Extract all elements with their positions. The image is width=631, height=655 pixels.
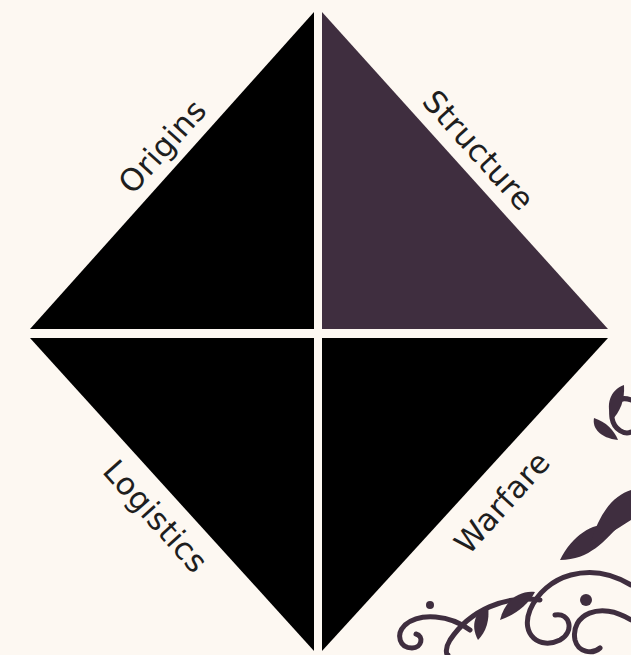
triangle-fill [322,12,608,329]
triangle-fill [30,338,314,651]
triangle-fill [30,12,314,329]
triangle-shape [322,338,609,652]
triangle-shape [30,338,315,652]
quadrant-triangle: Warfare [322,338,609,652]
triangle-fill [322,338,608,651]
triangle-shape [30,12,315,329]
quadrant-triangle: Logistics [30,338,315,652]
quadrant-triangle: Origins [30,12,315,329]
quadrant-triangle: Structure [322,12,609,329]
triangle-shape [322,12,609,329]
